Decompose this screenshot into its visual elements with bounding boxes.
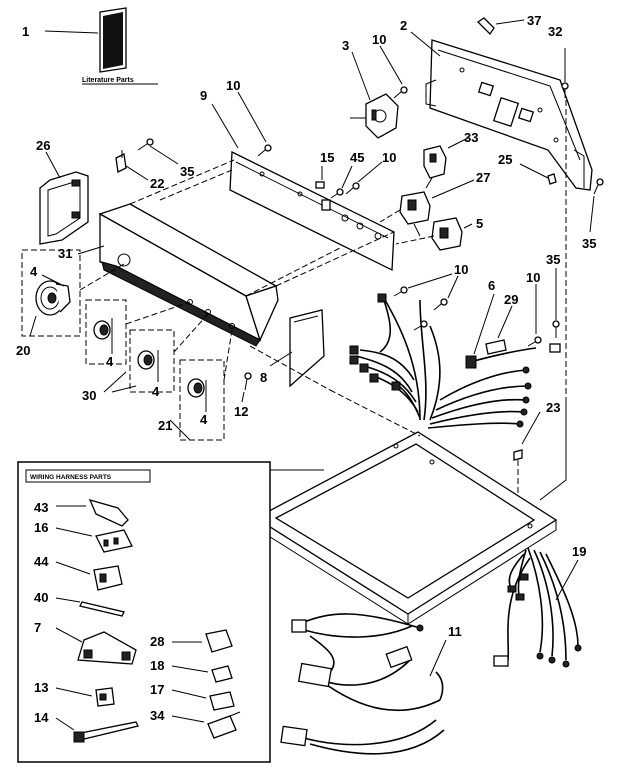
terminal-43 [88,498,129,527]
screw-10a [393,86,408,99]
harness-label-34: 34 [150,708,165,723]
harness-label-44: 44 [34,554,49,569]
callout-2: 2 [400,18,407,33]
callout-3: 3 [342,38,349,53]
timer-switch-3 [350,93,399,139]
callout-25: 25 [498,152,512,167]
callout-9: 9 [200,88,207,103]
control-bracket-9 [159,150,395,272]
screw-45 [330,188,344,199]
callout-23: 23 [546,400,560,415]
harness-6 [349,293,537,429]
literature-label: Literature Parts [82,77,134,84]
clip-23 [513,449,523,461]
end-cap-26 [39,171,89,245]
callout-31: 31 [58,246,72,261]
callout-27: 27 [476,170,490,185]
screw-32 [561,82,569,98]
callout-8: 8 [260,370,267,385]
inset-title: WIRING HARNESS PARTS [30,474,112,481]
switch-33 [423,145,447,189]
callout-10c: 10 [382,150,396,165]
clip-37 [476,17,495,36]
callout-4b: 4 [106,354,114,369]
screw-35-mid [549,320,561,353]
knob-20 [35,280,71,316]
screw-35-right [593,178,604,195]
clip-22 [115,150,127,173]
clip-15 [315,181,325,189]
screw-10d [393,286,448,331]
console-panel-31 [98,203,279,347]
knob-4b [93,320,111,340]
callout-10e: 10 [526,270,540,285]
callout-5: 5 [476,216,483,231]
callout-6: 6 [488,278,495,293]
callout-35c: 35 [582,236,596,251]
callout-33: 33 [464,130,478,145]
callout-15: 15 [320,150,334,165]
end-cap-8 [289,309,325,388]
knob-4d [187,378,205,398]
screw-10e [527,336,542,347]
pin-40 [79,601,125,617]
callout-11: 11 [448,624,462,639]
literature-booklet: Literature Parts [44,7,158,85]
callout-1: 1 [22,24,29,39]
callout-4c: 4 [152,384,160,399]
harness-label-40: 40 [34,590,48,605]
harness-label-28: 28 [150,634,164,649]
screw-12 [244,372,252,391]
harness-label-14: 14 [34,710,49,725]
screw-10b [257,144,272,157]
switch-5 [431,217,463,251]
callout-19: 19 [572,544,586,559]
callout-32: 32 [548,24,562,39]
harness-label-7: 7 [34,620,41,635]
connector-34 [207,715,237,739]
knob-4c [137,350,155,370]
harness-label-17: 17 [150,682,164,697]
harness-label-13: 13 [34,680,48,695]
harness-label-43: 43 [34,500,48,515]
callout-20: 20 [16,343,30,358]
connector-28 [205,629,233,653]
top-panel-24 [254,431,558,625]
callout-4d: 4 [200,412,208,427]
callout-10b: 10 [226,78,240,93]
wiring-harness-parts-inset: WIRING HARNESS PARTS 43 16 44 40 7 13 14 [17,461,271,763]
harness-label-18: 18 [150,658,164,673]
callout-35b: 35 [546,252,560,267]
rear-console-bracket [425,39,593,191]
callout-29: 29 [504,292,518,307]
screw-10c [345,182,360,195]
callout-45: 45 [350,150,364,165]
callout-37: 37 [527,13,541,28]
screw-35-left [137,138,154,151]
harness-11 [280,613,445,755]
harness-label-16: 16 [34,520,48,535]
callout-26: 26 [36,138,50,153]
callout-30: 30 [82,388,96,403]
callout-21: 21 [158,418,172,433]
callout-22: 22 [150,176,164,191]
callout-12: 12 [234,404,248,419]
callout-4a: 4 [30,264,38,279]
block-29 [485,339,507,355]
clip-25 [547,173,557,185]
connector-18 [211,665,233,683]
connector-17 [209,691,235,711]
harness-19 [493,547,582,668]
connector-44 [93,565,123,591]
callout-10d: 10 [454,262,468,277]
switch-27 [399,191,431,237]
callout-35a: 35 [180,164,194,179]
callout-10a: 10 [372,32,386,47]
